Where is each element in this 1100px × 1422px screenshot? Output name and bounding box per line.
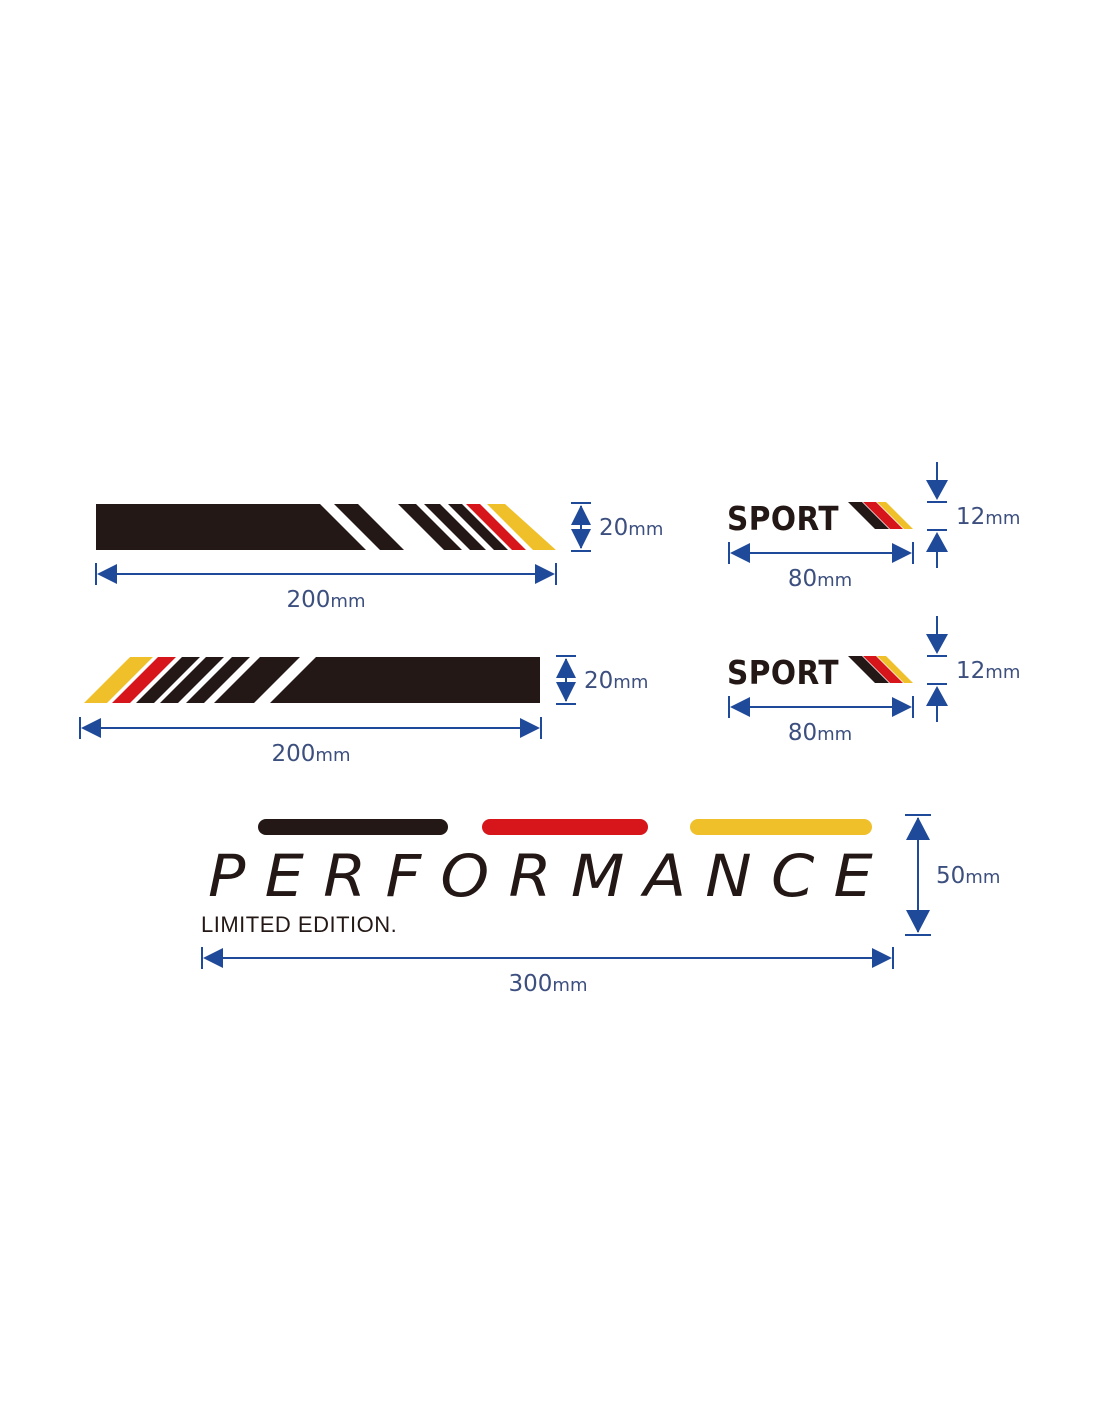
stripe-bottom-red-slash — [112, 657, 176, 703]
svg-text:50mm: 50mm — [936, 863, 1000, 889]
sport-top-black-slash — [848, 502, 889, 529]
sport-decal-top: SPORT — [727, 499, 913, 538]
performance-height-dimension: 50mm — [905, 814, 1000, 936]
sport-bottom-height-unit: mm — [985, 662, 1020, 683]
performance-height-value: 50 — [936, 863, 965, 889]
sport-bottom-text: SPORT — [727, 653, 839, 692]
performance-width-value: 300 — [509, 971, 553, 997]
stripe-top-black-slash-4 — [448, 504, 508, 550]
svg-text:20mm: 20mm — [599, 515, 663, 541]
stripe-top-black-slash-1 — [334, 504, 404, 550]
svg-text:300mm: 300mm — [509, 971, 588, 997]
sport-top-height-dimension: 12mm — [926, 462, 1020, 568]
performance-red-bar — [482, 819, 648, 835]
stripe-decal-bottom — [84, 657, 540, 703]
sport-bottom-height-value: 12 — [956, 658, 985, 684]
svg-text:80mm: 80mm — [788, 720, 852, 746]
stripe-bottom-width-value: 200 — [272, 741, 316, 767]
sport-bottom-red-slash — [863, 656, 903, 683]
stripe-top-width-value: 200 — [287, 587, 331, 613]
stripe-bottom-height-unit: mm — [613, 672, 648, 693]
sport-top-width-unit: mm — [817, 570, 852, 591]
sport-bottom-width-dimension: 80mm — [728, 696, 914, 746]
stripe-decal-top — [96, 504, 556, 550]
stripe-top-yellow-slash — [487, 504, 556, 550]
stripe-bottom-black-slash-3 — [186, 657, 250, 703]
stripe-bottom-black-slash-4 — [214, 657, 300, 703]
sport-top-height-unit: mm — [985, 508, 1020, 529]
svg-text:20mm: 20mm — [584, 668, 648, 694]
stripe-top-width-unit: mm — [330, 591, 365, 612]
performance-title: PERFORMANCE — [208, 842, 892, 910]
sport-bottom-black-slash — [848, 656, 889, 683]
stripe-bottom-width-dimension: 200mm — [79, 717, 542, 767]
stripe-bottom-black-slash-1 — [136, 657, 200, 703]
stripe-bottom-width-unit: mm — [315, 745, 350, 766]
performance-black-bar — [258, 819, 448, 835]
stripe-top-height-value: 20 — [599, 515, 628, 541]
sport-top-height-value: 12 — [956, 504, 985, 530]
stripe-bottom-black-slash-2 — [160, 657, 224, 703]
performance-width-dimension: 300mm — [201, 947, 894, 997]
stripe-bottom-yellow-slash — [84, 657, 153, 703]
sport-top-yellow-slash — [877, 502, 913, 529]
sport-top-text: SPORT — [727, 499, 839, 538]
svg-text:12mm: 12mm — [956, 658, 1020, 684]
stripe-top-red-slash — [466, 504, 526, 550]
svg-text:200mm: 200mm — [287, 587, 366, 613]
stripe-top-height-unit: mm — [628, 519, 663, 540]
performance-subtitle: LIMITED EDITION. — [201, 912, 397, 937]
sport-bottom-yellow-slash — [877, 656, 913, 683]
sport-top-width-dimension: 80mm — [728, 542, 914, 592]
sport-top-red-slash — [863, 502, 903, 529]
stripe-top-black-body — [96, 504, 366, 550]
svg-text:200mm: 200mm — [272, 741, 351, 767]
performance-width-unit: mm — [552, 975, 587, 996]
sport-top-width-value: 80 — [788, 566, 817, 592]
performance-yellow-bar — [690, 819, 872, 835]
stripe-bottom-height-value: 20 — [584, 668, 613, 694]
sport-bottom-height-dimension: 12mm — [926, 616, 1020, 722]
svg-text:80mm: 80mm — [788, 566, 852, 592]
stripe-top-black-slash-3 — [424, 504, 486, 550]
stripe-bottom-height-dimension: 20mm — [556, 655, 648, 705]
stripe-top-black-slash-2 — [398, 504, 462, 550]
svg-text:12mm: 12mm — [956, 504, 1020, 530]
sport-bottom-width-value: 80 — [788, 720, 817, 746]
performance-height-unit: mm — [965, 867, 1000, 888]
stripe-top-height-dimension: 20mm — [571, 502, 663, 552]
sport-bottom-width-unit: mm — [817, 724, 852, 745]
stripe-bottom-black-body — [270, 657, 540, 703]
performance-decal: PERFORMANCE LIMITED EDITION. — [201, 819, 892, 937]
sport-decal-bottom: SPORT — [727, 653, 913, 692]
stripe-top-width-dimension: 200mm — [95, 563, 557, 613]
